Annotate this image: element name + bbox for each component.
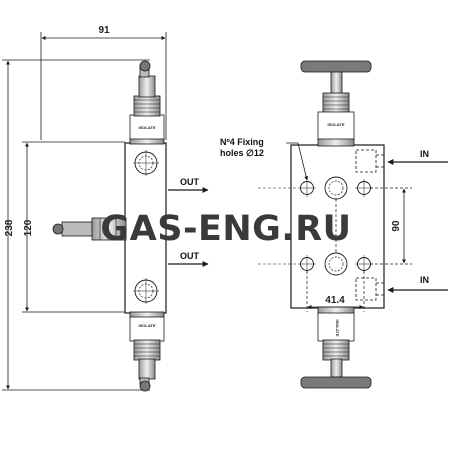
out-label-bottom: OUT — [180, 251, 200, 261]
fixing-hole-top — [298, 179, 316, 197]
equalize-valve-side — [52, 217, 127, 241]
front-view — [258, 60, 448, 389]
port-top-front — [324, 176, 348, 200]
isolate-tag-top-right: ISOLATE — [327, 122, 344, 127]
bottom-handle-front — [300, 306, 372, 389]
top-valve-side — [129, 60, 165, 145]
dim-port-spacing-label: 90 — [391, 220, 402, 232]
isolate-tag-bottom-right: ISOLATE — [335, 319, 340, 336]
isolate-tag-bottom-left: ISOLATE — [138, 323, 155, 328]
dim-port-spacing — [370, 187, 412, 265]
dim-height-120-label: 120 — [23, 219, 34, 236]
dim-height-238 — [2, 59, 150, 391]
manifold-body-front — [290, 144, 385, 309]
outlet-port-bottom-side — [133, 278, 159, 304]
in-label-top: IN — [420, 149, 429, 159]
dim-height-120 — [22, 141, 125, 313]
fixing-note-line2: holes ∅12 — [220, 148, 264, 158]
in-label-bottom: IN — [420, 275, 429, 285]
watermark-text: GAS-ENG.RU — [100, 209, 351, 249]
inlet-recess-top — [355, 149, 384, 173]
top-handle-front — [300, 60, 372, 147]
fixing-note-line1: Nº4 Fixing — [220, 137, 264, 147]
bottom-valve-side — [129, 311, 165, 392]
inlet-recess-bottom — [355, 277, 384, 301]
fixing-hole-bottom — [298, 255, 316, 273]
port-bottom-front — [324, 252, 348, 276]
dim-height-238-label: 238 — [4, 219, 15, 236]
dim-width-91 — [40, 32, 167, 140]
fixing-leader — [286, 142, 309, 181]
isolate-tag-top-left: ISOLATE — [138, 125, 155, 130]
dim-hole-spacing — [306, 271, 365, 312]
outlet-port-top-side — [133, 150, 159, 176]
dim-width-label: 91 — [98, 25, 110, 36]
side-view — [2, 32, 209, 392]
out-label-top: OUT — [180, 177, 200, 187]
dim-hole-spacing-label: 41.4 — [325, 295, 345, 306]
